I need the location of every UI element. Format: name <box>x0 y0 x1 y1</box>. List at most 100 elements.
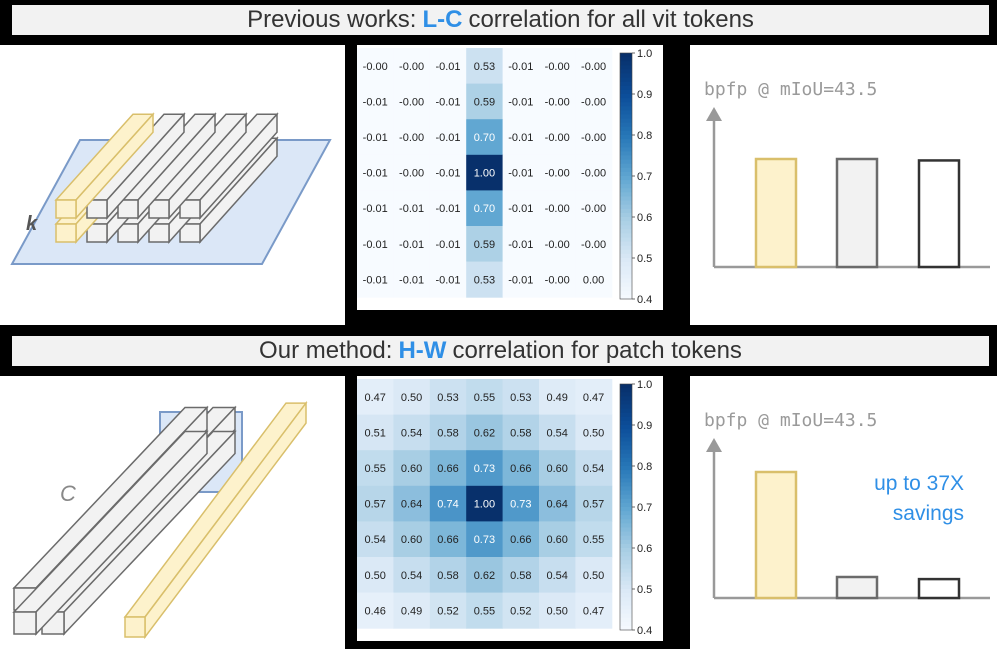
top-colorbar-segment <box>620 196 632 202</box>
bottom-heatmap-cell <box>502 557 540 594</box>
bottom-heatmap-label: 0.58 <box>510 570 531 582</box>
bottom-colorbar-segment <box>620 609 632 615</box>
bottom-colorbar-segment <box>620 420 632 426</box>
top-colorbar-segment <box>620 85 632 91</box>
bottom-colorbar-segment <box>620 515 632 520</box>
top-heatmap-label: 0.53 <box>474 274 495 286</box>
top-colorbar-segment <box>620 53 632 58</box>
bottom-colorbar-segment <box>620 425 632 430</box>
bottom-heatmap-cell <box>502 450 540 487</box>
top-heatmap-cell <box>393 261 431 298</box>
bottom-colorbar-segment <box>620 543 632 549</box>
bottom-colorbar-segment <box>620 556 632 561</box>
token-column-front <box>117 199 139 219</box>
bottom-colorbar-segment <box>620 523 632 529</box>
top-colorbar-segment <box>620 114 632 120</box>
top-heatmap-label: -0.01 <box>363 239 388 251</box>
bottom-heatmap-label: 0.50 <box>546 605 567 617</box>
top-heatmap-label: -0.00 <box>545 203 570 215</box>
bottom-colorbar-segment <box>620 457 632 463</box>
top-colorbar-segment <box>620 102 632 107</box>
top-colorbar-segment <box>620 241 632 247</box>
top-colorbar-segment <box>620 94 632 99</box>
top-heatmap-cell <box>429 261 467 298</box>
bottom-colorbar-tick-label: 0.7 <box>637 502 652 514</box>
top-heatmap-label: -0.01 <box>508 239 533 251</box>
top-heatmap-cell <box>429 226 467 263</box>
top-colorbar-segment <box>620 294 632 300</box>
bottom-colorbar-segment <box>620 449 632 455</box>
top-heatmap-cell <box>575 226 613 263</box>
top-colorbar: 1.00.90.80.70.60.50.4 <box>619 48 652 306</box>
bottom-bar-chart: bpfp @ mIoU=43.5 up to 37X savings <box>690 376 997 649</box>
top-colorbar-segment <box>620 89 632 95</box>
top-heatmap-label: -0.00 <box>581 132 606 144</box>
savings-line-1: up to 37X <box>874 472 964 495</box>
top-heatmap-label: -0.01 <box>508 168 533 180</box>
top-heatmap-label: -0.00 <box>545 239 570 251</box>
top-heatmap-label: 0.59 <box>474 239 495 251</box>
bottom-heatmap-label: 0.55 <box>474 605 495 617</box>
bottom-heatmap-label: 0.64 <box>546 499 567 511</box>
bottom-token-grid <box>12 400 308 640</box>
bottom-heatmap-cell <box>429 592 467 629</box>
top-heatmap-cell <box>393 226 431 263</box>
bottom-colorbar-segment <box>620 441 632 447</box>
bottom-heatmap-label: 0.53 <box>510 392 531 404</box>
bottom-heatmap-cell <box>429 521 467 558</box>
top-heatmap-cell <box>502 83 540 120</box>
bottom-heatmap-cell <box>429 485 467 522</box>
bottom-colorbar-segment <box>620 384 632 389</box>
top-colorbar-segment <box>620 159 632 165</box>
bottom-colorbar-segment <box>620 572 632 578</box>
top-banner-suffix: correlation for all vit tokens <box>468 6 754 33</box>
bottom-colorbar-tick-label: 0.9 <box>637 420 652 432</box>
bottom-colorbar-segment <box>620 474 632 479</box>
bottom-heatmap-label: 0.47 <box>583 392 604 404</box>
top-heatmap-cell <box>502 154 540 191</box>
bottom-heatmap-label: 0.52 <box>510 605 531 617</box>
bottom-colorbar-segment <box>620 560 632 565</box>
top-bars <box>706 107 990 269</box>
top-heatmap-label: 0.53 <box>474 61 495 73</box>
bottom-heatmap-cell <box>393 379 431 416</box>
bottom-heatmap-label: 0.73 <box>510 499 531 511</box>
top-colorbar-segment <box>620 184 632 189</box>
bottom-heatmap-label: 0.49 <box>401 605 422 617</box>
top-colorbar-tick-label: 0.7 <box>637 171 652 183</box>
bottom-colorbar-segment <box>620 490 632 496</box>
top-colorbar-segment <box>620 139 632 144</box>
bottom-heatmap-cell <box>357 557 394 594</box>
top-heatmap-cell <box>357 190 394 227</box>
channel-token-front <box>124 616 146 638</box>
bottom-heatmap-cell <box>502 485 540 522</box>
top-heatmap-cell <box>539 261 576 298</box>
top-bar <box>917 159 961 269</box>
top-bar <box>835 157 879 269</box>
bottom-bar <box>835 575 879 600</box>
top-colorbar-segment <box>620 155 632 161</box>
top-heatmap-cell <box>393 83 431 120</box>
top-colorbar-segment <box>620 245 632 251</box>
bottom-heatmap-label: 0.50 <box>583 570 604 582</box>
top-heatmap-cell <box>502 190 540 227</box>
top-colorbar-segment <box>620 126 632 132</box>
bottom-heatmap-cell <box>539 557 576 594</box>
top-colorbar-segment <box>620 167 632 173</box>
top-heatmap-label: -0.01 <box>363 96 388 108</box>
bottom-heatmap-label: 0.73 <box>474 534 495 546</box>
top-banner: Previous works: L-C correlation for all … <box>12 5 989 35</box>
top-colorbar-segment <box>620 61 632 66</box>
bottom-heatmap-label: 0.58 <box>437 570 458 582</box>
bottom-colorbar-segment <box>620 617 632 623</box>
top-heatmap-label: -0.00 <box>363 61 388 73</box>
bottom-heatmap-cell <box>429 557 467 594</box>
top-colorbar-tick-label: 0.4 <box>637 294 652 306</box>
top-colorbar-segment <box>620 233 632 239</box>
top-colorbar-segment <box>620 151 632 157</box>
bottom-colorbar-segment <box>620 392 632 397</box>
top-heatmap-label: -0.00 <box>399 61 424 73</box>
top-dim-label: k <box>26 213 38 235</box>
bottom-colorbar-segment <box>620 552 632 557</box>
